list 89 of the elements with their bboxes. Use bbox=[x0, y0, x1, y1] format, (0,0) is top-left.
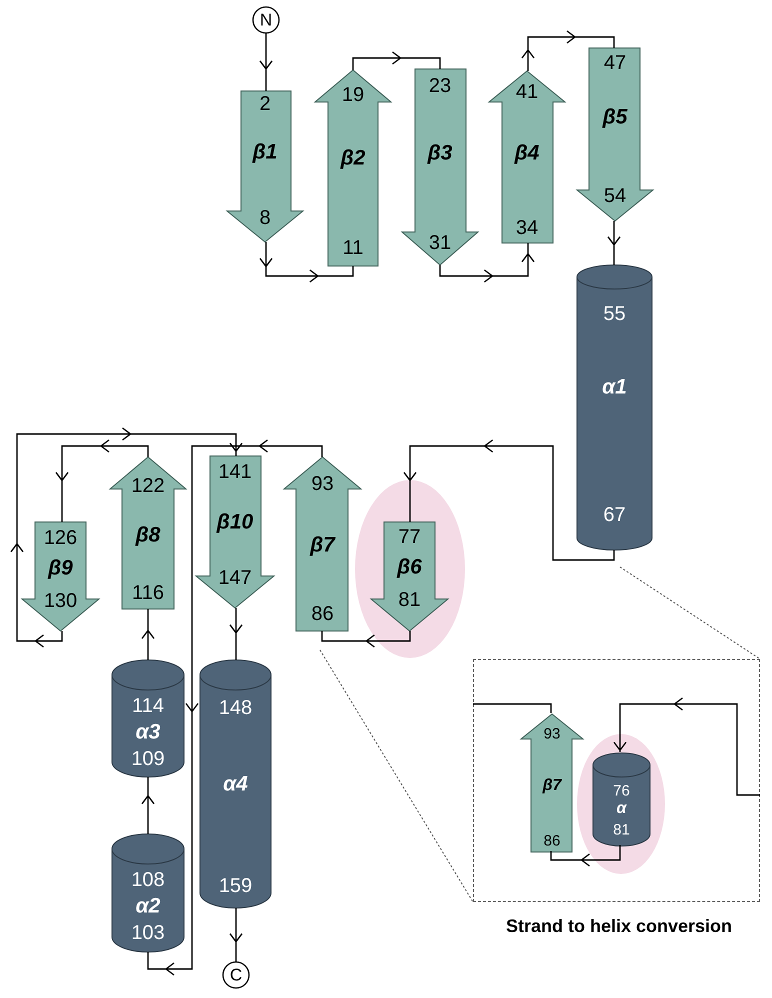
residue-number: 67 bbox=[603, 505, 626, 525]
beta-strand bbox=[227, 91, 303, 242]
terminus-circle bbox=[223, 962, 249, 988]
residue-number: 159 bbox=[218, 876, 252, 896]
connector-arrow bbox=[607, 220, 621, 266]
beta-strand bbox=[489, 71, 565, 243]
residue-number: 23 bbox=[428, 76, 452, 96]
connector-arrow bbox=[259, 32, 273, 92]
strand-label: β10 bbox=[216, 512, 254, 532]
strand-label: β9 bbox=[48, 558, 73, 578]
residue-number: 108 bbox=[131, 870, 165, 890]
beta-strand bbox=[196, 456, 274, 608]
connector-arrow bbox=[147, 439, 323, 976]
residue-number: 2 bbox=[259, 94, 271, 114]
beta-strand bbox=[577, 48, 653, 221]
alpha-helix-cylinder bbox=[577, 265, 652, 550]
highlight-ellipse bbox=[577, 734, 665, 874]
connector-arrow bbox=[352, 51, 441, 71]
helix-label: α2 bbox=[136, 896, 160, 916]
residue-number: 81 bbox=[613, 822, 630, 838]
strand-label: β7 bbox=[310, 534, 335, 556]
connector-arrow bbox=[259, 241, 354, 283]
residue-number: 47 bbox=[604, 53, 626, 73]
strand-label: β4 bbox=[514, 142, 540, 164]
strand-label: β1 bbox=[252, 142, 278, 162]
residue-number: 77 bbox=[398, 527, 421, 547]
beta-strand bbox=[284, 457, 361, 631]
connector-arrow bbox=[403, 439, 615, 561]
strand-label: β6 bbox=[397, 556, 422, 578]
residue-number: 122 bbox=[131, 476, 165, 496]
residue-number: 11 bbox=[342, 238, 364, 258]
beta-strand bbox=[402, 69, 478, 265]
beta-strand bbox=[521, 714, 583, 852]
residue-number: 86 bbox=[544, 834, 560, 848]
beta-strand bbox=[110, 457, 186, 609]
connector-line bbox=[473, 703, 552, 713]
residue-number: 86 bbox=[311, 604, 334, 624]
connector-arrow bbox=[229, 607, 243, 661]
residue-number: 148 bbox=[218, 698, 252, 718]
residue-number: 55 bbox=[603, 304, 626, 324]
residue-number: 130 bbox=[44, 591, 78, 611]
residue-number: 19 bbox=[342, 85, 364, 105]
residue-number: 114 bbox=[132, 696, 164, 716]
residue-number: 76 bbox=[613, 784, 630, 798]
connector-arrow bbox=[521, 30, 615, 72]
helix-label: α1 bbox=[602, 376, 627, 398]
residue-number: 31 bbox=[428, 233, 452, 253]
strand-label: β8 bbox=[136, 524, 160, 546]
strand-label: β3 bbox=[428, 142, 452, 164]
residue-number: 126 bbox=[44, 528, 78, 548]
strand-label: β2 bbox=[340, 148, 366, 168]
beta-strand bbox=[315, 70, 391, 266]
terminus-circle bbox=[253, 7, 279, 33]
residue-number: 116 bbox=[132, 583, 164, 603]
strand-label: β7 bbox=[542, 778, 562, 794]
alpha-helix-cylinder bbox=[112, 834, 184, 952]
residue-number: 8 bbox=[259, 208, 271, 228]
terminus-label: N bbox=[260, 12, 272, 28]
beta-strand bbox=[371, 522, 448, 631]
connector-arrow bbox=[55, 439, 149, 523]
beta-strand bbox=[22, 522, 99, 631]
connector-arrow bbox=[229, 907, 243, 963]
residue-number: 147 bbox=[218, 568, 252, 588]
connector-arrow bbox=[439, 242, 535, 283]
residue-number: 93 bbox=[311, 474, 334, 494]
residue-number: 41 bbox=[516, 82, 538, 102]
residue-number: 109 bbox=[131, 749, 165, 769]
alpha-helix-cylinder bbox=[112, 660, 184, 777]
helix-label: α bbox=[616, 801, 626, 817]
residue-number: 103 bbox=[131, 923, 165, 943]
helix-label: α4 bbox=[223, 774, 248, 794]
strand-label: β5 bbox=[602, 106, 628, 128]
highlight-ellipse bbox=[355, 480, 465, 658]
residue-number: 141 bbox=[218, 462, 252, 482]
residue-number: 81 bbox=[398, 590, 421, 610]
residue-number: 54 bbox=[604, 186, 626, 206]
alpha-helix-cylinder bbox=[593, 753, 650, 846]
residue-number: 34 bbox=[516, 218, 538, 238]
connector-arrow bbox=[141, 776, 155, 835]
residue-number: 93 bbox=[544, 726, 560, 742]
terminus-label: C bbox=[230, 966, 242, 984]
helix-label: α3 bbox=[136, 722, 160, 742]
connector-arrow bbox=[321, 630, 411, 648]
connector-arrow bbox=[10, 427, 243, 648]
alpha-helix-cylinder bbox=[200, 660, 271, 908]
connector-arrow bbox=[141, 608, 155, 661]
connector-arrow bbox=[613, 697, 761, 796]
connector-arrow bbox=[550, 844, 621, 867]
inset-caption: Strand to helix conversion bbox=[506, 917, 732, 935]
